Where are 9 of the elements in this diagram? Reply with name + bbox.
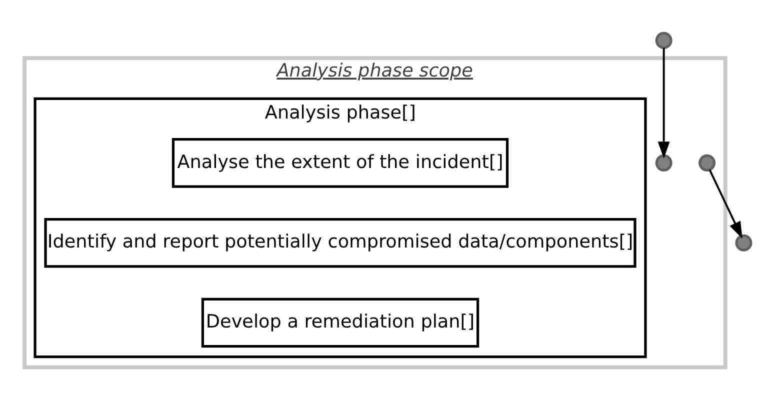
arrow	[708, 168, 742, 238]
node-circle	[698, 154, 716, 171]
node-circle	[655, 154, 672, 171]
arrow	[658, 47, 670, 158]
node-circle	[735, 234, 752, 251]
node-box: Identify and report potentially compromised data/components[]	[44, 217, 636, 268]
node-circle	[655, 31, 672, 48]
node-box: Analyse the extent of the incident[]	[172, 138, 509, 188]
node-box: Develop a remediation plan[]	[201, 297, 480, 348]
